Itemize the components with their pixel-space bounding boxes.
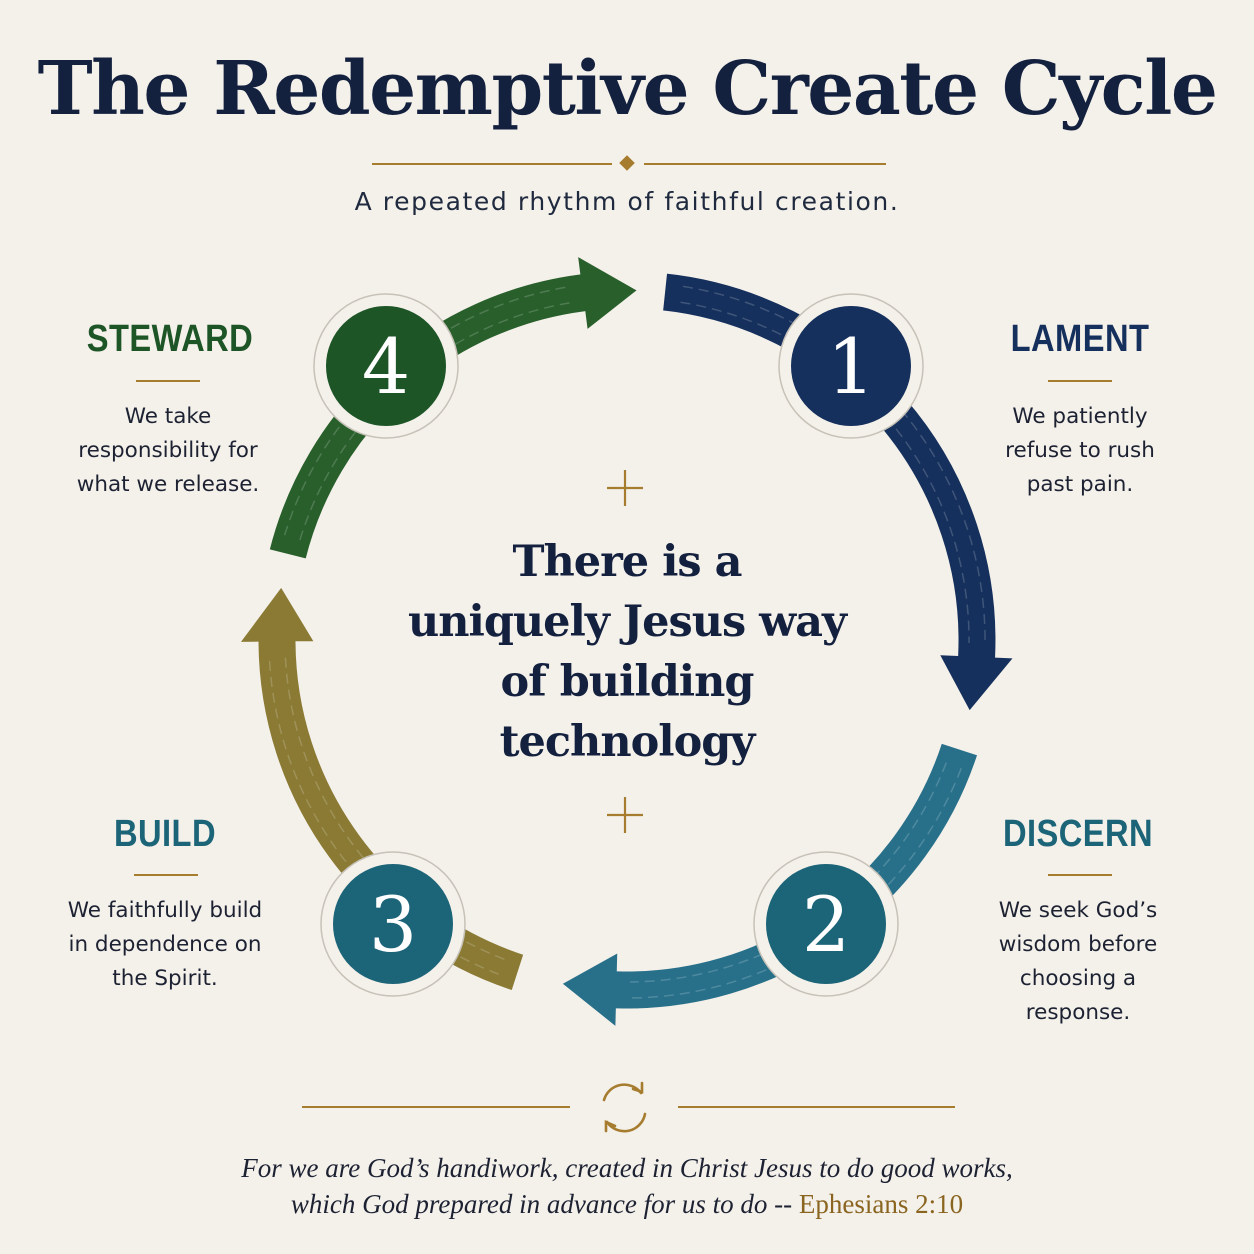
step-title-build: BUILD: [113, 813, 216, 855]
arc-texture-stroke: [682, 285, 986, 644]
step-number: 2: [802, 880, 850, 969]
description-line: We seek God’s: [998, 898, 1158, 923]
bottom-divider: [302, 1081, 955, 1133]
description-line: refuse to rush: [1005, 438, 1155, 463]
description-line: choosing a: [1019, 966, 1137, 991]
step-divider: [134, 874, 198, 876]
step-description-steward: We take responsibility for what we relea…: [48, 400, 288, 502]
scripture-reference: Ephesians 2:10: [798, 1189, 964, 1219]
step-title-steward: STEWARD: [86, 318, 254, 360]
description-line: We patiently: [1012, 404, 1148, 429]
description-line: response.: [1025, 1000, 1131, 1025]
arc-discern-arrow: [557, 740, 981, 1032]
description-line: responsibility for: [78, 438, 258, 463]
divider-diamond-icon: [619, 155, 635, 171]
badge-fill: [791, 306, 911, 426]
center-statement: There is a uniquely Jesus way of buildin…: [407, 532, 847, 772]
step-description-build: We faithfully build in dependence on the…: [45, 894, 285, 996]
center-line: uniquely Jesus way: [407, 597, 847, 647]
step-number: 1: [827, 322, 875, 411]
step-description-lament: We patiently refuse to rush past pain.: [960, 400, 1200, 502]
description-line: past pain.: [1026, 472, 1134, 497]
badge-fill: [326, 306, 446, 426]
subtitle: A repeated rhythm of faithful creation.: [354, 187, 900, 216]
description-line: what we release.: [76, 472, 260, 497]
step-title-lament: LAMENT: [1010, 318, 1150, 360]
step-badge-2: 2: [753, 851, 899, 997]
title-divider: [372, 155, 886, 171]
quote-line: For we are God’s handiwork, created in C…: [241, 1153, 1013, 1183]
step-divider: [1048, 380, 1112, 382]
step-number: 4: [362, 322, 410, 411]
description-line: the Spirit.: [112, 966, 218, 991]
center-line: of building: [500, 657, 755, 707]
badge-fill: [766, 864, 886, 984]
arc-steward-arrow: [266, 251, 642, 563]
description-line: wisdom before: [998, 932, 1158, 957]
quote-line: which God prepared in advance for us to …: [0, 1186, 1254, 1222]
refresh-cycle-icon: [602, 1081, 647, 1133]
center-line: There is a: [512, 537, 743, 587]
step-badge-3: 3: [320, 851, 466, 997]
step-title-discern: DISCERN: [1002, 813, 1154, 855]
step-badge-4: 4: [313, 293, 459, 439]
scripture-quote: For we are God’s handiwork, created in C…: [0, 1150, 1254, 1222]
description-line: We faithfully build: [67, 898, 263, 923]
description-line: We take: [124, 404, 212, 429]
step-divider: [1048, 874, 1112, 876]
plus-icon: [607, 470, 643, 506]
step-badge-1: 1: [778, 293, 924, 439]
center-line: technology: [499, 717, 756, 767]
quote-text: which God prepared in advance for us to …: [290, 1189, 793, 1219]
arc-texture-stroke: [268, 655, 499, 975]
badge-fill: [333, 864, 453, 984]
step-divider: [136, 380, 200, 382]
step-description-discern: We seek God’s wisdom before choosing a r…: [958, 894, 1198, 1030]
plus-icon: [607, 797, 643, 833]
step-number: 3: [369, 880, 417, 969]
arc-texture-stroke: [299, 301, 571, 541]
page-title: The Redemptive Create Cycle: [37, 46, 1218, 132]
description-line: in dependence on: [68, 932, 262, 957]
step-badges: 1 2 3 4: [313, 293, 924, 997]
